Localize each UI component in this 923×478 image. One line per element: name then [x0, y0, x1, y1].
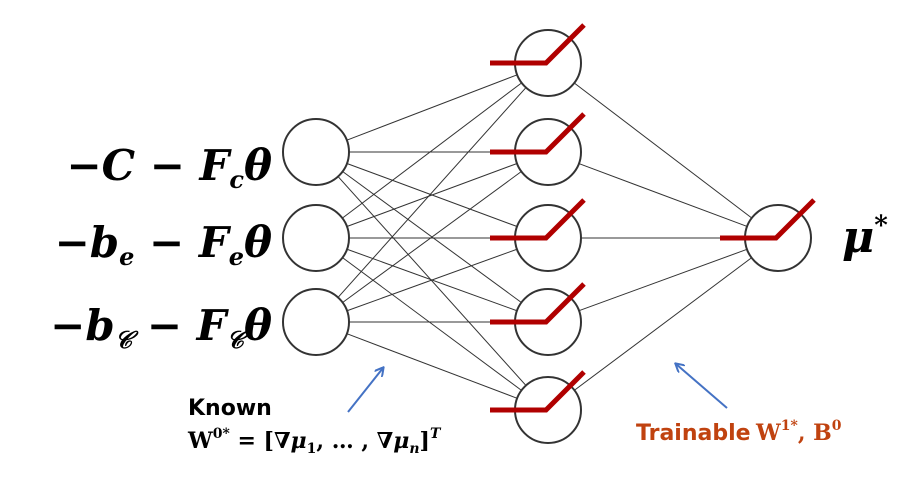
edge-input2-hidden5: [342, 257, 522, 391]
edge-input2-hidden1: [342, 82, 522, 219]
input-label-3: −b𝒞 − F𝒞θ: [50, 301, 272, 354]
trainable-arrow-icon: [676, 364, 728, 409]
input-label-1: −C − Fcθ: [66, 141, 272, 194]
trainable-label: Trainable W1*, B0: [636, 418, 842, 446]
relu-activation-icon: [490, 198, 586, 241]
input-node-1: [282, 118, 350, 186]
known-title: Known: [188, 396, 272, 421]
edge-hidden4-output: [578, 248, 748, 312]
edge-hidden5-output: [574, 257, 752, 391]
input-node-3: [282, 288, 350, 356]
input-label-2: −be − Feθ: [55, 218, 272, 271]
output-label: μ*: [842, 211, 888, 263]
edge-input2-hidden2: [346, 163, 518, 227]
edge-hidden1-output: [573, 82, 753, 219]
input-node-2: [282, 204, 350, 272]
relu-activation-icon: [490, 112, 586, 155]
known-formula: W0* = [∇μ1, … , ∇μn]T: [187, 426, 442, 457]
edge-input3-hidden3: [346, 248, 518, 312]
edge-input3-hidden2: [342, 171, 522, 303]
edge-input3-hidden1: [337, 87, 527, 298]
relu-activation-icon: [490, 282, 586, 325]
activation-icons: [490, 23, 816, 413]
edge-hidden2-output: [578, 163, 748, 227]
connection-edges: [337, 74, 753, 399]
relu-activation-icon: [490, 370, 586, 413]
relu-activation-icon: [490, 23, 586, 66]
edge-input1-hidden5: [337, 176, 527, 386]
edge-input1-hidden1: [346, 74, 518, 141]
known-arrow-icon: [347, 368, 383, 413]
relu-activation-icon: [720, 198, 816, 241]
edge-input3-hidden5: [346, 333, 518, 399]
